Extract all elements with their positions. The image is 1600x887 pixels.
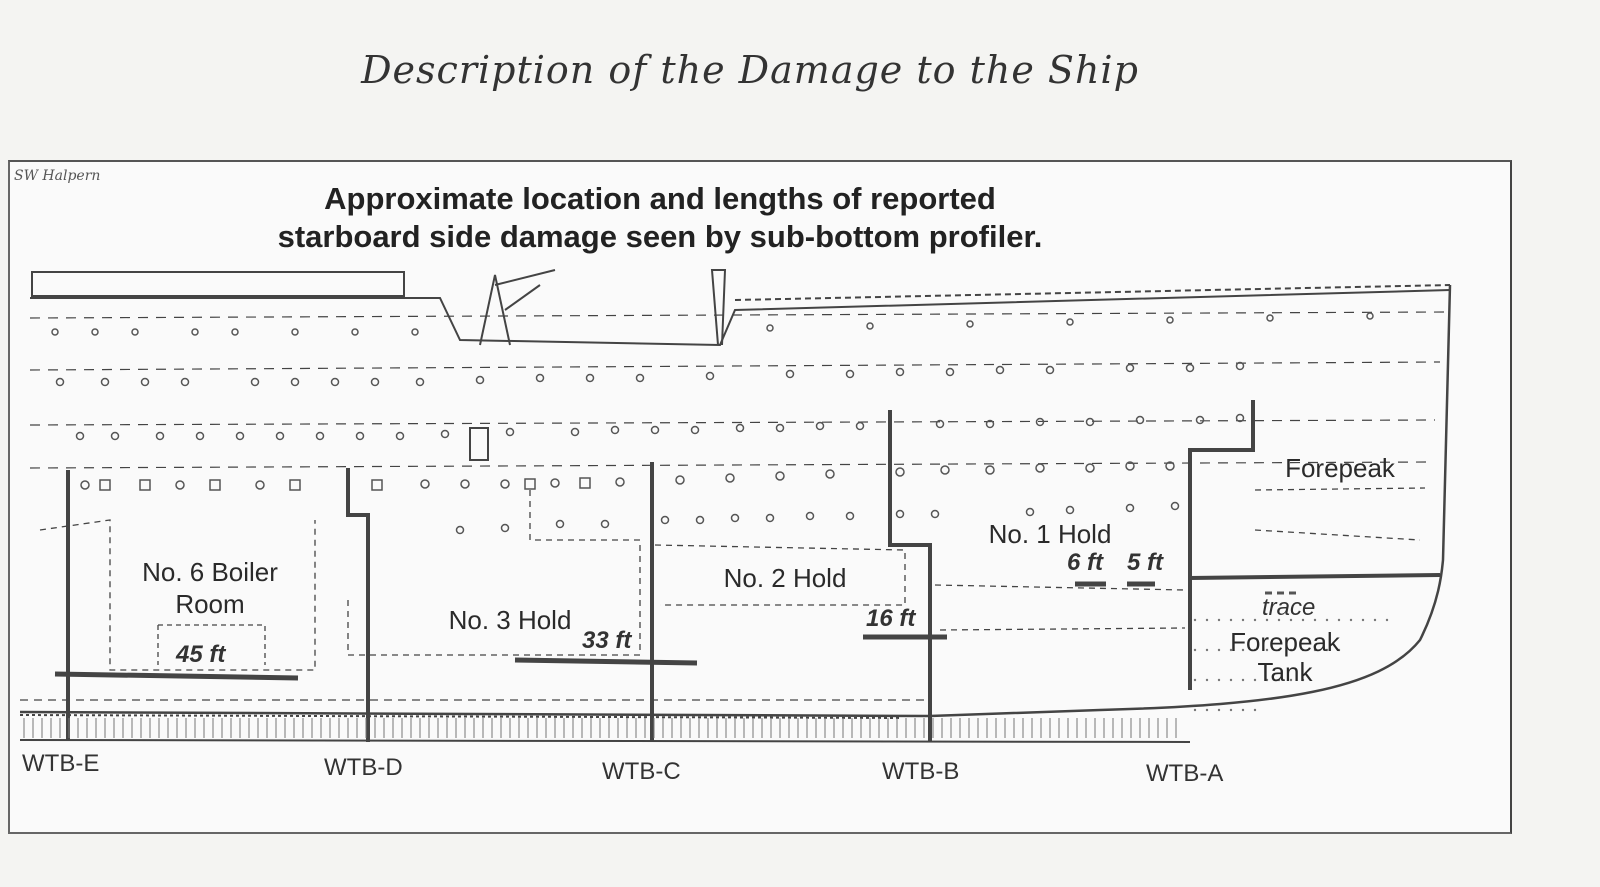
wtb-d-label: WTB-D [324, 754, 403, 781]
cargo-crane [479, 269, 556, 346]
damage-bar-33ft [514, 657, 698, 666]
wtb-c-label: WTB-C [602, 758, 681, 785]
damage-label-16ft: 16 ft [866, 605, 916, 632]
damage-label-trace: trace [1262, 594, 1316, 621]
deck-line-1 [29, 311, 1446, 319]
forepeak-label: Forepeak [1285, 453, 1395, 483]
damage-label-5ft: 5 ft [1127, 549, 1163, 576]
figure-title-line-1: Approximate location and lengths of repo… [324, 181, 996, 216]
forepeak-tank-label-line-2: Tank [1257, 657, 1313, 687]
forepeak-tank-stipple [1193, 618, 1389, 712]
portholes-row-2 [55, 361, 1245, 387]
hold-3-outline [347, 490, 641, 656]
boiler-room-label-line-2: Room [175, 589, 245, 619]
damage-label-45ft: 45 ft [176, 641, 226, 668]
forepeak-tank-top [1189, 573, 1441, 580]
keel-line [19, 739, 1191, 743]
artist-signature: SW Halpern [14, 168, 101, 184]
damage-label-6ft: 6 ft [1067, 549, 1103, 576]
boiler-room-label-line-1: No. 6 Boiler [142, 557, 278, 587]
boiler-inset [157, 624, 266, 665]
wtb-e-label: WTB-E [22, 750, 100, 777]
forward-deck-rail [734, 284, 1451, 301]
damage-bar-45ft [54, 671, 299, 681]
portholes-row-3 [75, 413, 1245, 441]
hold-1-outline [934, 584, 1186, 631]
portholes-row-1 [51, 312, 1374, 336]
upper-deck-line [30, 289, 1451, 347]
damage-label-33ft: 33 ft [582, 627, 632, 654]
wtb-b-label: WTB-B [882, 758, 960, 785]
page-title: Description of the Damage to the Ship [361, 48, 1139, 92]
hull-door [469, 427, 489, 461]
double-bottom-hatching [23, 718, 1177, 738]
portholes-row-4 [80, 461, 1175, 491]
hold-2-label: No. 2 Hold [723, 563, 847, 593]
hold-2-outline [654, 544, 906, 606]
aft-deckhouse [31, 271, 405, 297]
forepeak-tank-label-line-1: Forepeak [1230, 627, 1340, 657]
bulkhead-wtb-a [1188, 400, 1255, 690]
deck-line-3 [29, 419, 1436, 426]
hold-1-label: No. 1 Hold [988, 519, 1112, 549]
hold-3-label: No. 3 Hold [448, 605, 572, 635]
deck-line-2 [29, 361, 1441, 371]
bulkhead-wtb-b [888, 410, 932, 742]
double-bottom-line [19, 714, 901, 719]
figure-title-line-2: starboard side damage seen by sub-bottom… [277, 219, 1043, 254]
wtb-a-label: WTB-A [1146, 760, 1224, 787]
mast [710, 269, 727, 346]
bulkhead-wtb-d [346, 468, 370, 742]
deck-line-4 [29, 461, 1431, 469]
boiler-room-outline [39, 519, 316, 671]
forepeak-outline [1254, 487, 1426, 541]
portholes-row-5 [455, 501, 1180, 535]
hull-bottom [19, 284, 1452, 718]
